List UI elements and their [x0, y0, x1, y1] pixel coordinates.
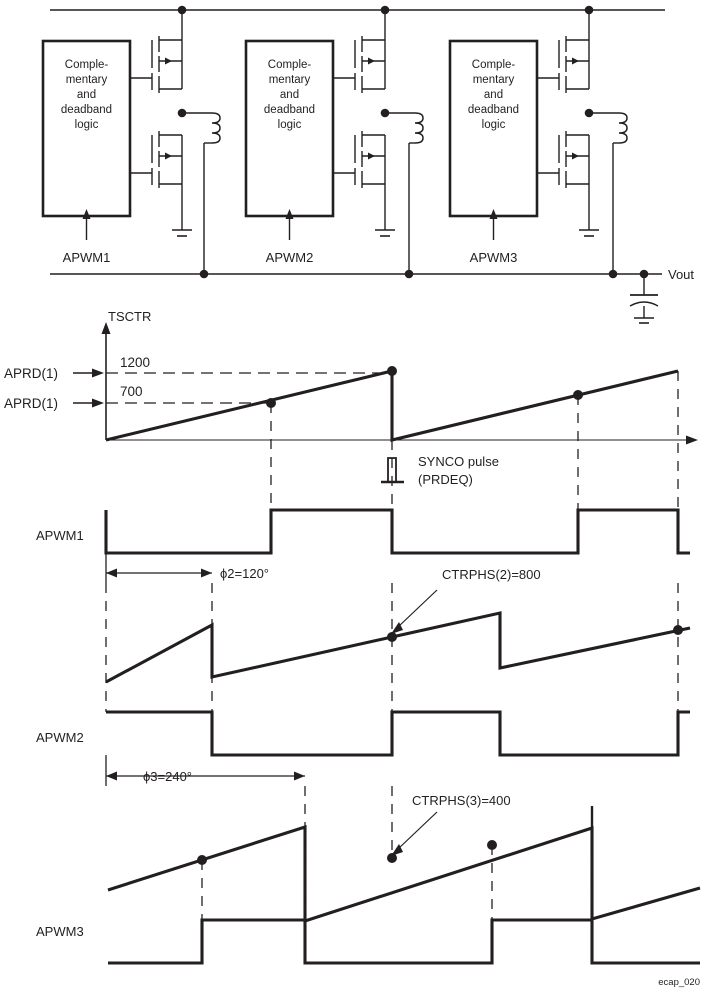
ls-body-diode-arrow-2: [368, 152, 375, 160]
junction-dot-out1: [199, 269, 209, 279]
synco-label-line2: (PRDEQ): [418, 472, 473, 487]
logic-block-1-line2: mentary: [66, 74, 108, 86]
threshold-markers: APRD(1) 1200 APRD(1) 700: [4, 355, 392, 411]
phi2-label: ϕ2=120°: [220, 566, 269, 581]
phi2-arrow-right: [201, 568, 212, 578]
ls-body-diode-arrow-1: [165, 152, 172, 160]
ctrphs3-arrow-head: [391, 844, 403, 856]
apwm3-input-label: APWM3: [470, 250, 518, 265]
apwm2-wave-label: APWM2: [36, 730, 84, 745]
phi3-arrow-right: [294, 771, 305, 781]
input-arrow-head-1: [82, 209, 91, 219]
apwm1-input-label: APWM1: [63, 250, 111, 265]
junction-dot-out3: [608, 269, 618, 279]
logic-block-1-line4: deadband: [61, 104, 112, 116]
aprd-arrow-head-700: [92, 398, 104, 408]
synco-pulse-group: SYNCO pulse (PRDEQ): [381, 454, 499, 487]
phi3-arrow-left: [106, 771, 117, 781]
sawtooth-ramp-2: [105, 611, 691, 684]
ramp2-point-b: [673, 625, 683, 635]
aprd-arrow-head-1200: [92, 368, 104, 378]
timing-diagram: TSCTR APRD(1) 1200 APRD(1) 700: [4, 309, 701, 988]
apwm1-square: [104, 508, 690, 555]
ctrphs2-label: CTRPHS(2)=800: [442, 567, 541, 582]
apwm2-waveform: APWM2: [36, 710, 690, 757]
junction-dot-rail1: [177, 5, 187, 15]
phase-leg-2: Comple- mentary and deadband logic APWM2: [244, 5, 424, 279]
logic-block-1-line5: logic: [75, 119, 99, 131]
inductor-3: [618, 112, 628, 144]
logic-block-1-line1: Comple-: [65, 59, 109, 71]
inductor-1: [211, 112, 221, 144]
apwm2-input-label: APWM2: [266, 250, 314, 265]
logic-block-2-line2: mentary: [269, 74, 311, 86]
logic-block-2-line1: Comple-: [268, 59, 312, 71]
logic-block-2-line3: and: [280, 89, 299, 101]
logic-block-3-line4: deadband: [468, 104, 519, 116]
apwm3-wave-label: APWM3: [36, 924, 84, 939]
apwm3-square: [108, 918, 700, 965]
junction-dot-sw3: [584, 108, 594, 118]
y-axis-arrow: [101, 322, 111, 334]
output-stage: Vout: [629, 267, 694, 324]
junction-dot-rail3: [584, 5, 594, 15]
logic-block-3-line3: and: [484, 89, 503, 101]
ctrphs3-callout: CTRPHS(3)=400: [391, 793, 511, 856]
logic-block-2-line4: deadband: [264, 104, 315, 116]
phi3-label: ϕ3=240°: [143, 769, 192, 784]
ctrphs3-label: CTRPHS(3)=400: [412, 793, 511, 808]
junction-dot-out2: [404, 269, 414, 279]
ctrphs2-arrow-head: [391, 622, 403, 634]
ramp1-point-1200: [387, 366, 397, 376]
cap-plate-bottom-curved: [629, 301, 659, 307]
synco-pulse-shape: [387, 457, 397, 482]
logic-block-1-line3: and: [77, 89, 96, 101]
hs-body-diode-arrow-1: [165, 57, 172, 65]
junction-dot-sw1: [177, 108, 187, 118]
tsctr-sawtooth-2: [105, 611, 691, 684]
input-arrow-head-2: [285, 209, 294, 219]
hs-body-diode-arrow-3: [572, 57, 579, 65]
junction-dot-rail2: [380, 5, 390, 15]
phi2-dimension: ϕ2=120°: [106, 566, 269, 581]
tsctr-sawtooth-3: [107, 824, 701, 924]
phase-leg-3: Comple- mentary and deadband logic APWM3: [448, 5, 628, 279]
x-axis-arrow: [686, 435, 698, 445]
sawtooth-ramp-3: [107, 824, 701, 924]
apwm1-wave-label: APWM1: [36, 528, 84, 543]
apwm1-waveform: APWM1: [36, 508, 690, 555]
apwm2-square: [106, 710, 690, 757]
ramp3-point-ctrphs: [387, 853, 397, 863]
tsctr-axis-label: TSCTR: [108, 309, 151, 324]
ls-body-diode-arrow-3: [572, 152, 579, 160]
apwm3-waveform: APWM3: [36, 918, 700, 965]
threshold-value-1200: 1200: [120, 355, 150, 370]
synco-label-line1: SYNCO pulse: [418, 454, 499, 469]
ctrphs2-callout: CTRPHS(2)=800: [391, 567, 541, 634]
ctrphs2-leader-line: [397, 589, 438, 628]
figure-id-label: ecap_020: [658, 977, 700, 988]
logic-block-2-line5: logic: [278, 119, 302, 131]
inductor-2: [414, 112, 424, 144]
phase-leg-1: Comple- mentary and deadband logic APWM1: [41, 5, 221, 279]
logic-block-3-line1: Comple-: [472, 59, 516, 71]
vout-label: Vout: [668, 267, 694, 282]
threshold-value-700: 700: [120, 384, 143, 399]
aprd-label-700: APRD(1): [4, 396, 58, 411]
input-arrow-head-3: [489, 209, 498, 219]
circuit-schematic: Comple- mentary and deadband logic APWM1: [41, 5, 694, 324]
phi3-dimension: ϕ3=240°: [106, 769, 305, 784]
junction-dot-sw2: [380, 108, 390, 118]
ctrphs3-leader-line: [397, 811, 438, 850]
logic-block-3-line5: logic: [482, 119, 506, 131]
sawtooth-ramp-1: [105, 369, 679, 442]
tsctr-axes: TSCTR: [101, 309, 698, 445]
hs-body-diode-arrow-2: [368, 57, 375, 65]
logic-block-3-line2: mentary: [473, 74, 515, 86]
phi2-arrow-left: [106, 568, 117, 578]
aprd-label-1200: APRD(1): [4, 366, 58, 381]
